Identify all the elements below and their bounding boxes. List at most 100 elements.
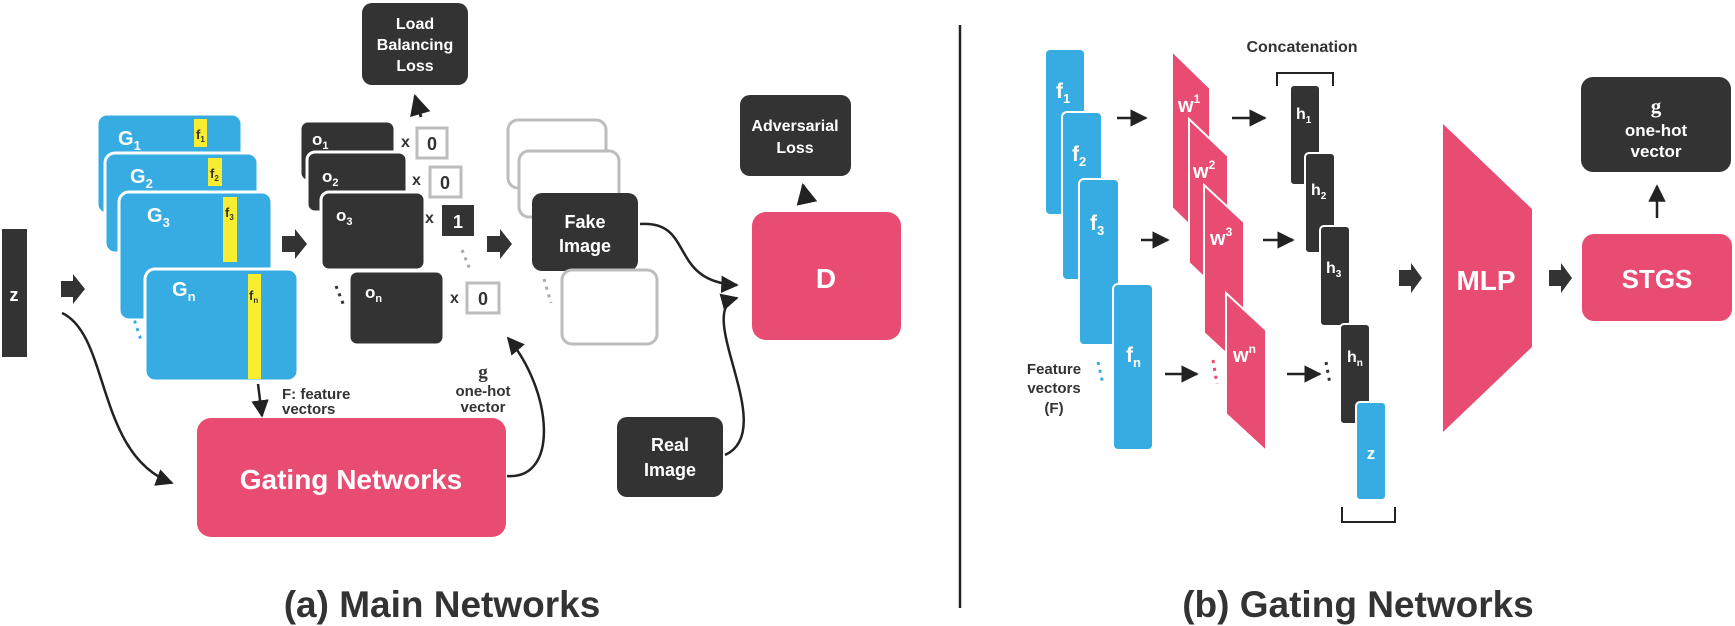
adversarial-loss-box xyxy=(740,95,851,176)
adversarial-line-1: Adversarial xyxy=(751,118,838,135)
feature-label: f2 xyxy=(210,166,219,183)
weight-matrices: w1 w2 w3 wn xyxy=(1171,48,1267,454)
onehot-output-g: g xyxy=(1651,94,1662,118)
z-bar xyxy=(1355,401,1387,501)
feature-label: f3 xyxy=(225,205,234,222)
feature-label-n: fn xyxy=(1126,344,1141,370)
hidden-label-n: hn xyxy=(1347,349,1363,369)
feature-bar xyxy=(194,119,207,147)
concatenation-bracket-bottom xyxy=(1341,507,1396,523)
gate-value: 1 xyxy=(453,212,463,232)
fake-image-box xyxy=(532,193,638,271)
gate-value-box xyxy=(465,281,501,315)
generator-label: Gn xyxy=(172,279,196,304)
weight-label-3: w3 xyxy=(1209,225,1233,250)
feature-label-3: f3 xyxy=(1090,212,1104,238)
gate-value: 0 xyxy=(478,289,488,309)
fake-image-stack: Fake Image xyxy=(506,118,659,346)
real-image-line-2: Image xyxy=(644,460,696,480)
block-arrow-generators-to-outputs xyxy=(282,229,307,259)
block-arrow-z-to-generators xyxy=(61,274,85,304)
feature-bar xyxy=(208,158,222,186)
output-ellipsis xyxy=(334,285,346,307)
mlp-label: MLP xyxy=(1456,265,1515,296)
feature-label: f1 xyxy=(196,127,205,144)
output-label: o1 xyxy=(312,130,329,152)
concatenation-bracket-top xyxy=(1276,72,1334,86)
real-to-d-arrow xyxy=(719,293,745,457)
weight-label-1: w1 xyxy=(1177,92,1201,117)
fake-image-line-1: Fake xyxy=(564,212,605,232)
adversarial-line-2: Loss xyxy=(776,140,813,157)
gate-value: 0 xyxy=(427,134,437,154)
hidden-bar-3 xyxy=(1319,225,1351,327)
output-label: on xyxy=(365,283,382,305)
feature-label: fn xyxy=(249,288,258,305)
gating-networks-panel: f1 f2 f3 fn Feature vectors (F) w1 w2 w3… xyxy=(1027,39,1732,625)
feature-bar-n xyxy=(1112,283,1154,451)
onehot-output-line-2: vector xyxy=(1630,142,1681,161)
weight-label-2: w2 xyxy=(1192,158,1216,183)
gate-ellipsis xyxy=(460,249,473,273)
onehot-output-box xyxy=(1581,77,1731,172)
mlp-block xyxy=(1443,124,1532,432)
z-input-box xyxy=(2,229,27,357)
hidden-label-2: h2 xyxy=(1311,182,1327,202)
output-3: o3 xyxy=(319,190,427,272)
generator-ellipsis xyxy=(130,312,144,344)
generator-label: G3 xyxy=(147,205,170,230)
weight-ellipsis xyxy=(1211,359,1219,385)
load-balancing-line-3: Loss xyxy=(396,58,433,75)
output-n: on xyxy=(347,269,446,347)
gate-value-box xyxy=(428,165,463,199)
stgs-block xyxy=(1582,234,1732,321)
feature-label-1: f1 xyxy=(1056,80,1070,106)
generator-label: G2 xyxy=(130,166,153,191)
z-bar-label: z xyxy=(1367,444,1376,463)
output-label: o3 xyxy=(336,206,353,228)
output-label: o2 xyxy=(322,167,339,189)
main-networks-panel: z G1 f1 G2 f2 G3 f3 xyxy=(2,3,901,625)
hidden-vectors: h1 h2 h3 hn z xyxy=(1289,84,1387,501)
fake-image-ellipsis xyxy=(542,278,553,304)
fake-image-line-2: Image xyxy=(559,236,611,256)
multiply-sign: x xyxy=(450,290,459,307)
block-arrow-to-stgs xyxy=(1549,263,1572,293)
gating-networks-caption: (b) Gating Networks xyxy=(1182,584,1534,625)
block-arrow-to-mlp xyxy=(1399,263,1422,293)
real-image-box xyxy=(617,417,723,497)
discriminator-box xyxy=(752,212,901,340)
feature-vectors: f1 f2 f3 fn xyxy=(1044,48,1154,451)
feature-vectors-caption-1: Feature xyxy=(1027,361,1081,378)
hidden-label-1: h1 xyxy=(1296,106,1312,126)
multiply-sign: x xyxy=(412,172,421,189)
feature-arrow xyxy=(251,383,269,418)
feature-caption-2: vectors xyxy=(282,401,335,418)
multiply-sign: x xyxy=(401,134,410,151)
gate-value-box xyxy=(415,126,449,160)
onehot-output-line-1: one-hot xyxy=(1625,121,1688,140)
g-symbol: g xyxy=(478,362,488,383)
fake-to-d-arrow xyxy=(639,222,739,294)
weight-n xyxy=(1225,290,1267,454)
real-image-line-1: Real xyxy=(651,435,689,455)
adversarial-arrow xyxy=(796,182,818,206)
generator-n: Gn fn xyxy=(143,267,300,383)
onehot-caption-1: one-hot xyxy=(456,383,511,400)
load-balancing-arrow xyxy=(410,93,431,118)
gate-value-box-active xyxy=(442,205,474,236)
gating-networks-label: Gating Networks xyxy=(240,464,462,495)
block-arrow-outputs-to-fake xyxy=(487,229,512,259)
onehot-caption-2: vector xyxy=(460,399,505,416)
hidden-label-3: h3 xyxy=(1326,260,1342,280)
weight-label-n: wn xyxy=(1232,342,1256,367)
load-balancing-loss-box xyxy=(362,3,468,85)
main-networks-caption: (a) Main Networks xyxy=(284,584,601,625)
hidden-ellipsis xyxy=(1324,361,1332,385)
stgs-label: STGS xyxy=(1622,264,1693,294)
gating-networks-box xyxy=(197,418,506,537)
gate-value: 0 xyxy=(440,173,450,193)
generator-stack: G1 f1 G2 f2 G3 f3 Gn fn xyxy=(95,112,300,383)
multiply-sign: x xyxy=(425,210,434,227)
